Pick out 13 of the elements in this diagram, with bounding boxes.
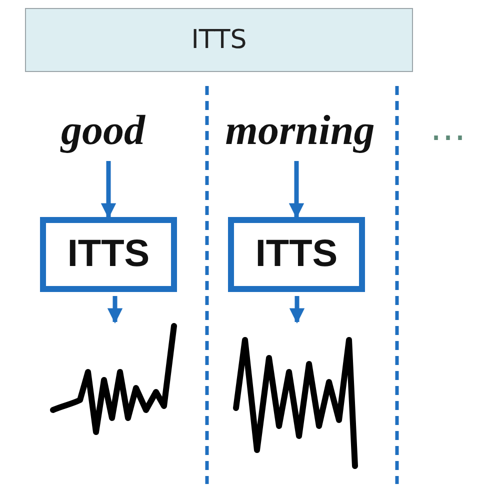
ellipsis: … bbox=[430, 108, 468, 149]
arrow bbox=[288, 161, 304, 219]
process-box bbox=[228, 217, 365, 292]
process-box bbox=[40, 217, 177, 292]
box-label: ITTS bbox=[255, 233, 338, 276]
band-label: ITTS bbox=[191, 25, 247, 55]
input-word: good bbox=[61, 107, 145, 155]
arrow bbox=[100, 161, 116, 219]
model-band bbox=[25, 8, 413, 72]
box-label: ITTS bbox=[67, 233, 150, 276]
input-word: morning bbox=[225, 107, 375, 155]
arrow bbox=[107, 296, 123, 324]
arrow bbox=[289, 296, 305, 324]
